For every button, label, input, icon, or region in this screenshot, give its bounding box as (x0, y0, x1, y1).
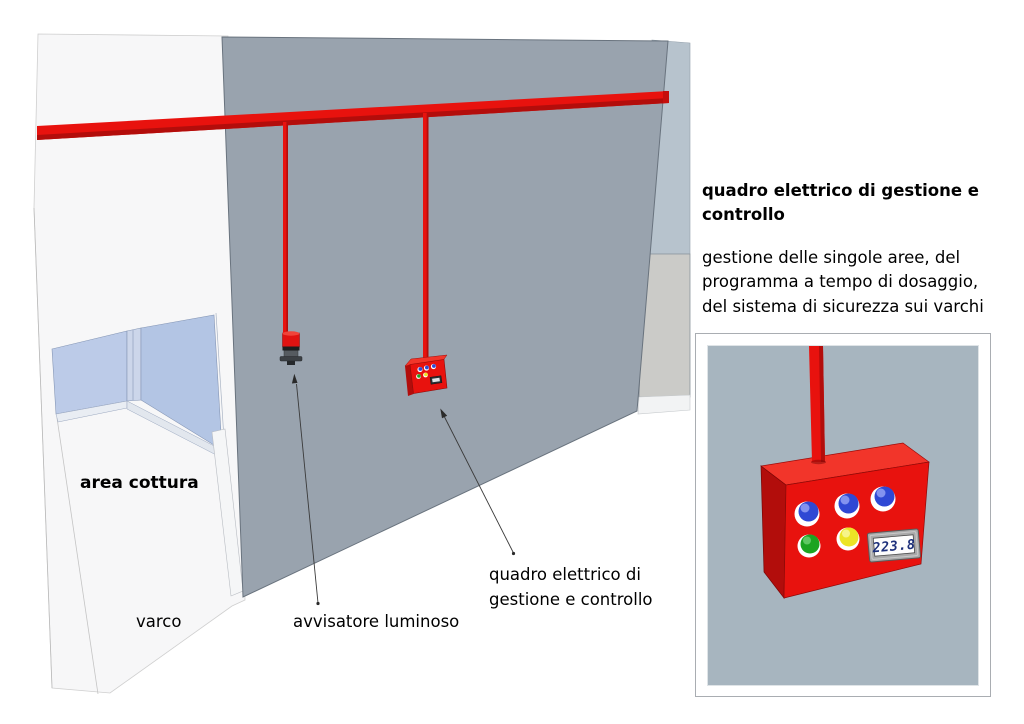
side-heading-line-2: controllo (702, 205, 785, 224)
digital-display: 223.8 (866, 528, 921, 563)
inset-box-side (760, 465, 787, 600)
side-description-line-2: programma a tempo di dosaggio, (702, 272, 979, 292)
side-heading-line-1: quadro elettrico di gestione e (702, 181, 979, 200)
label-area-cottura: area cottura (80, 473, 199, 493)
blue-indicator-2 (834, 493, 860, 519)
red-supply-pipe (37, 91, 669, 140)
side-description-line-1: gestione delle singole aree, del (702, 248, 961, 267)
leader-line-quadro (440, 408, 516, 556)
drop-pipe-beacon (283, 122, 288, 334)
blue-indicator-3 (870, 486, 896, 512)
warning-beacon (279, 331, 303, 365)
doorway-interior (51, 312, 226, 460)
control-panel-small (404, 354, 448, 396)
gray-wall (221, 36, 669, 598)
yellow-indicator (836, 527, 860, 551)
inset-pipe (809, 346, 826, 465)
inset-drawing: 223.8 (760, 346, 930, 600)
panel-display-small (429, 375, 443, 385)
label-quadro-line-2: gestione e controllo (489, 589, 653, 609)
green-indicator (797, 534, 821, 558)
panel-indicators-small (416, 363, 437, 379)
leader-line-avvisatore (291, 373, 320, 606)
label-varco: varco (136, 612, 182, 631)
side-description: gestione delle singole aree, del program… (702, 246, 984, 319)
inset-image: 223.8 (707, 345, 979, 686)
scene-drawing (33, 33, 691, 695)
drop-pipe-panel (423, 113, 429, 363)
blue-indicator-1 (794, 501, 820, 527)
label-quadro-line-1: quadro elettrico di (489, 565, 641, 584)
label-avvisatore-luminoso: avvisatore luminoso (293, 612, 460, 631)
inset-frame: 223.8 (695, 333, 991, 697)
scene-3d: area cottura varco avvisatore luminoso q… (33, 33, 691, 695)
side-heading: quadro elettrico di gestione e controllo (702, 179, 979, 227)
side-description-line-3: del sistema di sicurezza sui varchi (702, 296, 984, 316)
label-quadro-elettrico: quadro elettrico di gestione e controllo (489, 563, 653, 612)
display-value: 223.8 (871, 537, 916, 557)
